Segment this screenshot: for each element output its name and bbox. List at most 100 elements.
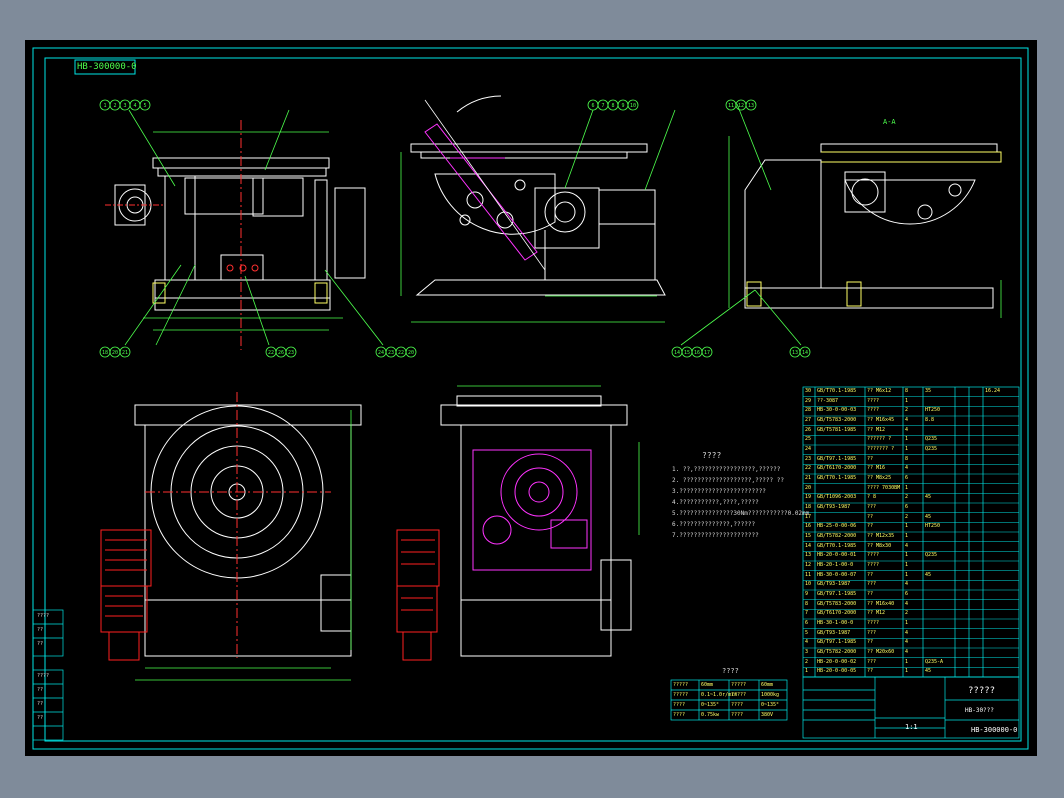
bom-cell: ??: [867, 513, 874, 520]
tech-line: 2. ???????????????????,????? ??: [672, 477, 784, 484]
bom-cell: 4: [905, 417, 909, 423]
bom-cell: HB-25-0-00-06: [817, 523, 857, 530]
part-balloon-label: 18: [102, 350, 108, 356]
part-balloon: [799, 346, 811, 358]
param-cell: 0.75kw: [701, 712, 720, 718]
bom-cell: ??????? ?: [867, 446, 895, 452]
view-side: [410, 143, 666, 296]
bom-cell: ???: [867, 658, 877, 665]
bom-cell: ???: [867, 629, 877, 636]
bom-cell: 27: [805, 417, 812, 423]
drawing-scale: 1:1: [905, 723, 918, 731]
bom-cell: 6: [905, 591, 909, 597]
bom-cell: 20: [805, 484, 812, 491]
part-balloon: [745, 99, 757, 111]
bom-cell: Q235: [925, 436, 938, 443]
tech-requirements-title: ????: [702, 451, 722, 460]
bom-cell: Q235-A: [925, 658, 944, 665]
param-cell: ?????: [673, 682, 689, 688]
param-cell: ?????: [673, 692, 689, 698]
bom-cell: 1: [905, 562, 909, 568]
bom-cell: 15: [805, 533, 812, 539]
bom-cell: 4: [905, 426, 909, 433]
section-view-label: A-A: [883, 118, 896, 126]
bom-cell: ?? M8x30: [867, 542, 892, 549]
bom-cell: ?? M8x25: [867, 475, 892, 481]
view-section: [744, 143, 998, 309]
side-table-cell: ????: [37, 613, 50, 619]
bom-cell: 1: [905, 533, 909, 539]
part-balloon-label: 24: [378, 350, 384, 356]
bom-cell: 9: [805, 591, 809, 597]
drawing-code-label: HB-300000-0: [77, 62, 137, 72]
cad-drawing: 1234567891011121318202122262324232220141…: [32, 47, 1029, 750]
bom-cell: 8: [805, 600, 809, 607]
part-balloon-label: 5: [143, 103, 146, 109]
part-balloon-label: 2: [113, 103, 116, 109]
bom-cell: ?? M12: [867, 426, 886, 433]
bom-cell: 8: [905, 455, 909, 462]
param-cell: ????: [731, 702, 744, 708]
bom-cell: 13: [805, 552, 812, 559]
bom-cell: HB-20-0-00-05: [817, 668, 857, 675]
view-top-section: [440, 395, 632, 657]
view-section-dims: [680, 103, 1002, 346]
bom-cell: HB-30-0-00-07: [817, 571, 857, 578]
param-cell: 60mm: [701, 682, 714, 688]
outer-frame: [32, 47, 1029, 750]
bom-cell: 3: [805, 649, 809, 655]
bom-cell: 6: [805, 620, 809, 626]
tech-line: 3.????????????????????????: [672, 488, 766, 495]
bom-cell: 45: [925, 571, 932, 578]
bom-cell: 10: [805, 581, 812, 588]
bom-cell: ????: [867, 397, 880, 404]
part-balloon-label: 23: [288, 350, 294, 356]
bom-cell: ?? M16: [867, 465, 886, 472]
bom-cell: 1: [905, 658, 909, 665]
bom-cell: 6: [905, 504, 909, 510]
part-balloon-label: 20: [408, 350, 414, 356]
bom-cell: 4: [905, 600, 909, 607]
bom-cell: 1: [905, 484, 909, 491]
bom-cell: 1: [905, 620, 909, 626]
part-balloon-label: 10: [630, 103, 636, 109]
view-top: [134, 404, 362, 657]
side-table-cell: ??: [37, 715, 44, 721]
bom-cell: GB/T1096-2003: [817, 494, 857, 501]
bom-cell: 30: [805, 388, 812, 394]
tech-line: 1. ??,?????????????????,??????: [672, 466, 781, 473]
tech-line: 6.??????????????,??????: [672, 521, 756, 528]
bom-cell: 16.24: [985, 388, 1001, 394]
part-balloon: [627, 99, 639, 111]
bom-cell: ?? M12x35: [867, 533, 895, 539]
part-balloon-label: 1: [103, 103, 106, 109]
side-tables: [32, 609, 64, 741]
bom-cell: 29: [805, 397, 812, 404]
view-top-motor: [100, 529, 152, 661]
bom-cell: 25: [805, 436, 812, 443]
param-cell: 0.1~1.0r/min: [701, 692, 738, 698]
bom-cell: 28: [805, 407, 812, 414]
bom-cell: 8.8: [925, 417, 935, 423]
bom-cell: GB/T5781-1985: [817, 426, 857, 433]
bom-cell: ??: [867, 639, 874, 646]
part-balloon-label: 23: [388, 350, 394, 356]
part-balloon-label: 14: [802, 350, 808, 356]
bom-cell: ??: [867, 571, 874, 578]
view-front: [114, 157, 366, 311]
title-block: [802, 676, 1020, 739]
bom-cell: HB-20-1-00-0: [817, 562, 854, 568]
part-balloon-label: 20: [112, 350, 118, 356]
part-balloon-label: 9: [621, 103, 624, 109]
bom-cell: GB/T70.1-1985: [817, 475, 857, 481]
bom-cell: ?? M16x45: [867, 417, 895, 423]
bom-cell: Q235: [925, 446, 938, 452]
inner-frame: [44, 57, 1022, 742]
bom-cell: 4: [905, 542, 909, 549]
part-balloon-label: 26: [278, 350, 284, 356]
bom-cell: 45: [925, 668, 932, 675]
bom-cell: 2: [905, 610, 909, 617]
bom-cell: GB/T5783-2000: [817, 600, 857, 607]
param-cell: ????: [731, 712, 744, 718]
